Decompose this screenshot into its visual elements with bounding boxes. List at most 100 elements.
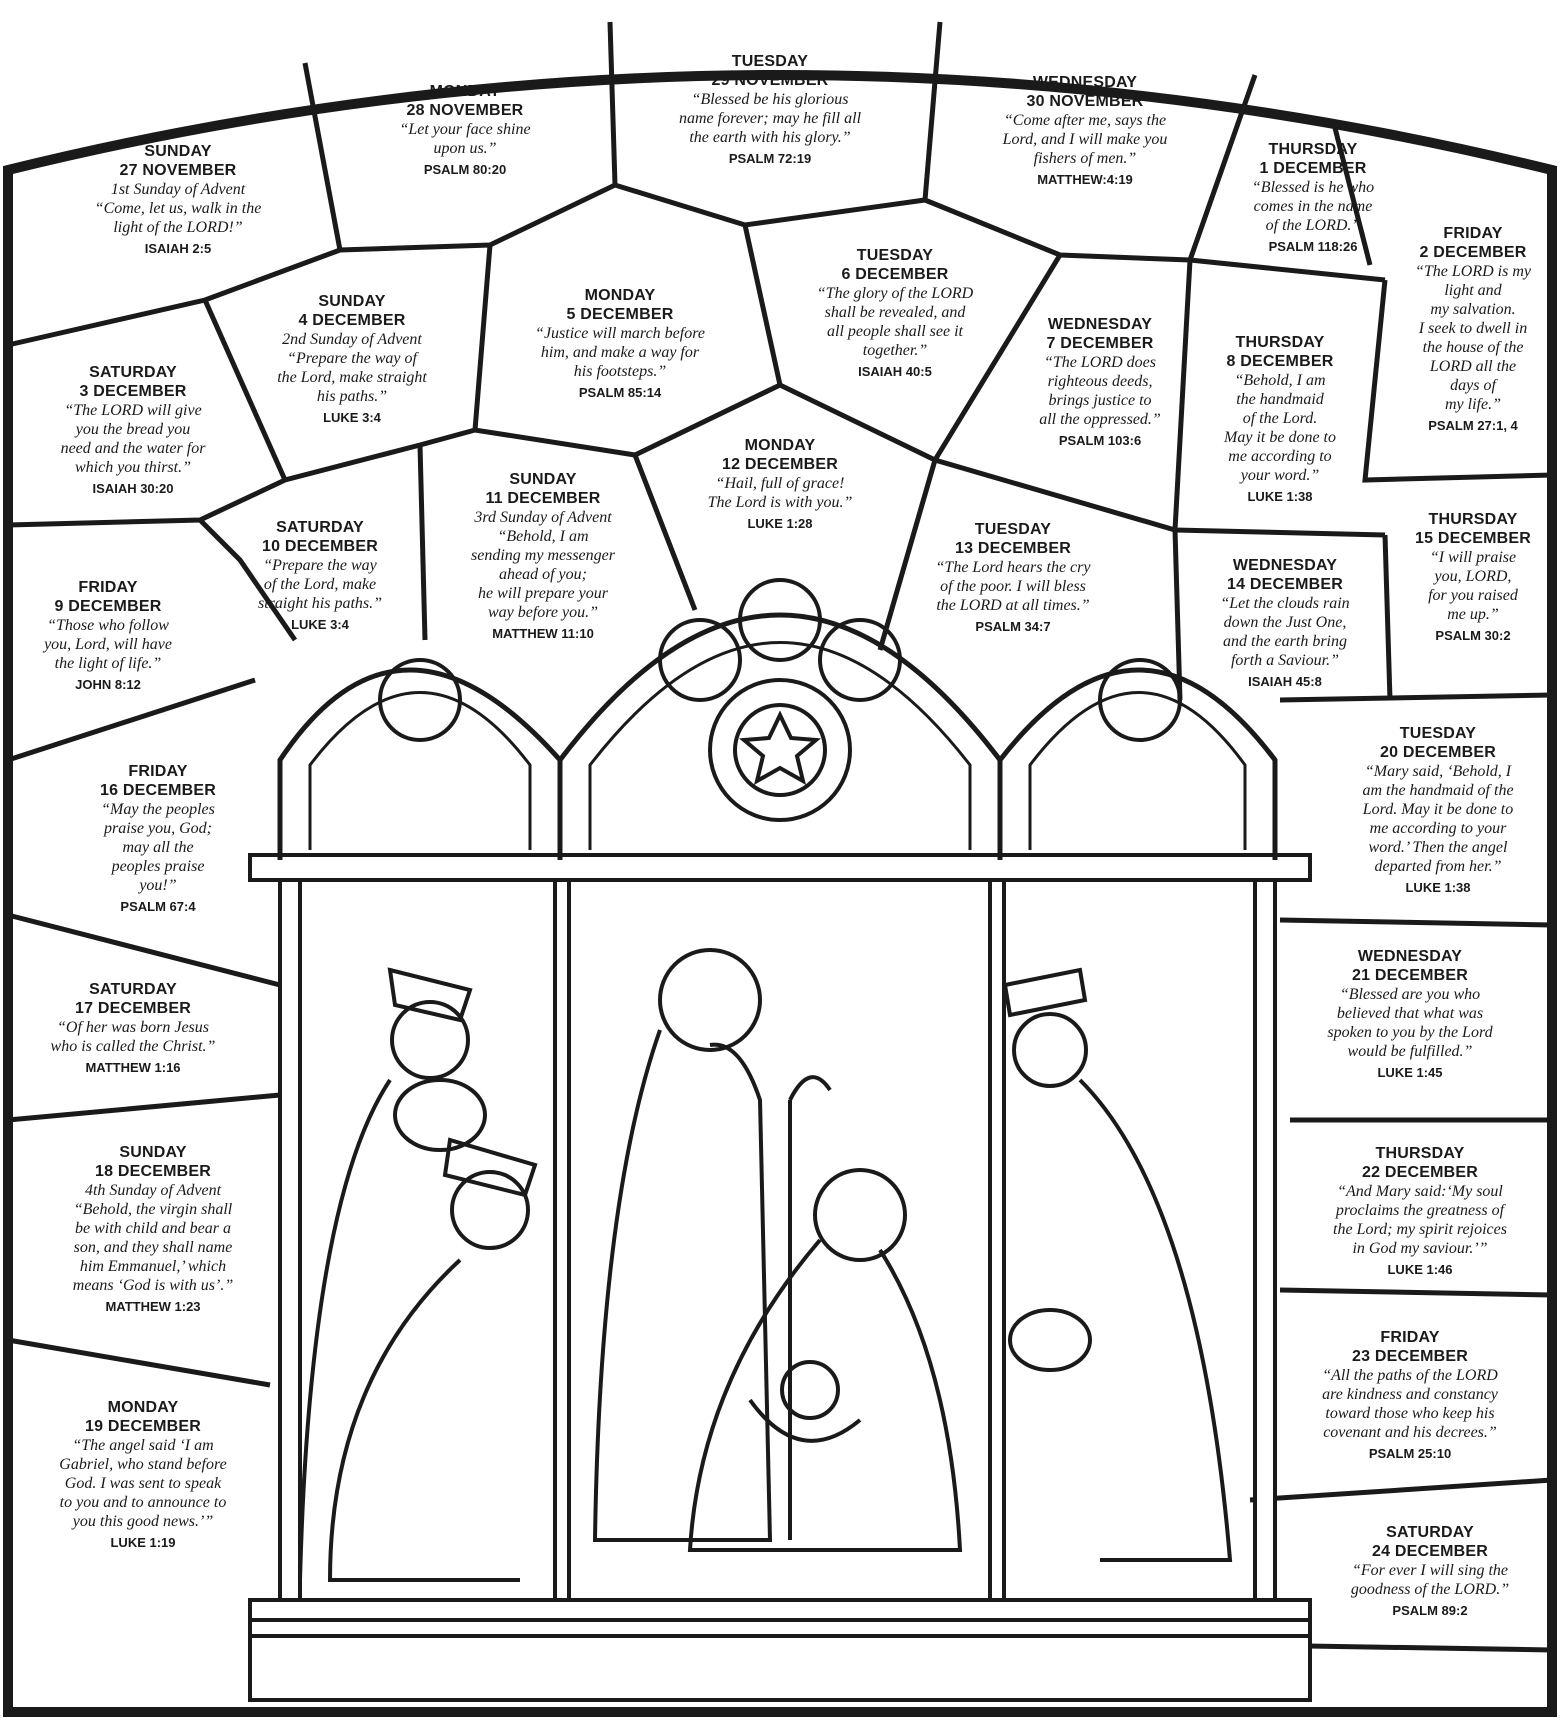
entry-reference: ISAIAH 45:8 xyxy=(1248,674,1322,689)
entry-day: SUNDAY xyxy=(509,471,577,488)
entry-occasion: 3rd Sunday of Advent xyxy=(474,509,612,526)
entry-reference: PSALM 118:26 xyxy=(1268,239,1358,254)
outer-arch-border xyxy=(3,70,1557,1717)
entry-dec-16: FRIDAY 16 DECEMBER “May the peoples prai… xyxy=(68,762,248,917)
entry-reference: MATTHEW:4:19 xyxy=(1037,172,1133,187)
entry-nov-28: MONDAY 28 NOVEMBER “Let your face shine … xyxy=(340,82,590,180)
right-column xyxy=(1253,878,1277,1602)
entry-date: 14 DECEMBER xyxy=(1226,576,1343,593)
gothic-arches xyxy=(277,612,1278,860)
entry-verse: “The angel said ‘I am Gabriel, who stand… xyxy=(59,1437,227,1530)
entry-day: TUESDAY xyxy=(974,521,1052,538)
entry-day: SUNDAY xyxy=(144,143,212,160)
entry-nov-30: WEDNESDAY 30 NOVEMBER “Come after me, sa… xyxy=(955,73,1215,190)
entry-occasion: 2nd Sunday of Advent xyxy=(282,331,422,348)
entry-dec-10: SATURDAY 10 DECEMBER “Prepare the way of… xyxy=(225,518,415,635)
entry-verse: “The LORD is my light and my salvation. … xyxy=(1414,263,1531,413)
entry-date: 29 NOVEMBER xyxy=(711,72,829,89)
entry-dec-11: SUNDAY 11 DECEMBER 3rd Sunday of Advent … xyxy=(443,470,643,644)
entry-dec-17: SATURDAY 17 DECEMBER “Of her was born Je… xyxy=(18,980,248,1078)
entry-dec-9: FRIDAY 9 DECEMBER “Those who follow you,… xyxy=(8,578,208,695)
entry-date: 19 DECEMBER xyxy=(84,1418,201,1435)
entry-dec-2: FRIDAY 2 DECEMBER “The LORD is my light … xyxy=(1393,224,1553,436)
entry-reference: MATTHEW 1:23 xyxy=(105,1299,201,1314)
entry-day: FRIDAY xyxy=(78,579,138,596)
entry-day: THURSDAY xyxy=(1235,334,1325,351)
entry-dec-15: THURSDAY 15 DECEMBER “I will praise you,… xyxy=(1398,510,1548,646)
entry-date: 9 DECEMBER xyxy=(54,598,162,615)
entry-verse: “Prepare the way of the Lord, make strai… xyxy=(257,557,383,612)
entry-reference: PSALM 67:4 xyxy=(120,899,196,914)
entry-verse: “Blessed is he who comes in the name of … xyxy=(1251,179,1375,234)
entry-reference: PSALM 27:1, 4 xyxy=(1428,418,1518,433)
entry-verse: “Blessed be his glorious name forever; m… xyxy=(678,91,862,146)
entry-reference: PSALM 80:20 xyxy=(423,162,507,177)
entry-day: SATURDAY xyxy=(1386,1524,1474,1541)
left-column xyxy=(278,878,302,1602)
entry-date: 12 DECEMBER xyxy=(721,456,838,473)
entry-verse: “The glory of the LORD shall be revealed… xyxy=(816,285,974,359)
entry-date: 15 DECEMBER xyxy=(1414,530,1531,547)
center-left-column xyxy=(553,878,571,1602)
entry-verse: “May the peoples praise you, God; may al… xyxy=(101,801,215,894)
entry-day: THURSDAY xyxy=(1428,511,1518,528)
entry-verse: “For ever I will sing the goodness of th… xyxy=(1350,1562,1510,1598)
entry-reference: ISAIAH 30:20 xyxy=(92,481,174,496)
entry-reference: LUKE 1:38 xyxy=(1247,489,1313,504)
entry-reference: LUKE 1:28 xyxy=(747,516,813,531)
entry-reference: PSALM 89:2 xyxy=(1392,1603,1468,1618)
entry-day: SATURDAY xyxy=(89,981,177,998)
entry-dec-4: SUNDAY 4 DECEMBER 2nd Sunday of Advent “… xyxy=(247,292,457,428)
entry-dec-24: SATURDAY 24 DECEMBER “For ever I will si… xyxy=(1320,1523,1540,1621)
entry-verse: “All the paths of the LORD are kindness … xyxy=(1322,1367,1498,1441)
entry-dec-3: SATURDAY 3 DECEMBER “The LORD will give … xyxy=(23,363,243,499)
entry-reference: JOHN 8:12 xyxy=(75,677,141,692)
entry-date: 6 DECEMBER xyxy=(841,266,949,283)
entry-dec-19: MONDAY 19 DECEMBER “The angel said ‘I am… xyxy=(18,1398,268,1553)
entry-day: WEDNESDAY xyxy=(1232,557,1338,574)
entry-occasion: 4th Sunday of Advent xyxy=(84,1182,222,1199)
entry-day: SUNDAY xyxy=(318,293,386,310)
entry-day: TUESDAY xyxy=(1399,725,1477,742)
entry-dec-1: THURSDAY 1 DECEMBER “Blessed is he who c… xyxy=(1213,140,1413,257)
entry-date: 1 DECEMBER xyxy=(1259,160,1367,177)
entry-verse: “Of her was born Jesus who is called the… xyxy=(50,1019,216,1055)
window-frame xyxy=(248,853,1312,1702)
entry-reference: LUKE 1:19 xyxy=(110,1535,176,1550)
entry-day: WEDNESDAY xyxy=(1032,74,1138,91)
entry-dec-5: MONDAY 5 DECEMBER “Justice will march be… xyxy=(510,286,730,403)
entry-dec-21: WEDNESDAY 21 DECEMBER “Blessed are you w… xyxy=(1295,947,1525,1083)
entry-reference: PSALM 72:19 xyxy=(728,151,812,166)
window-lintel xyxy=(248,853,1312,882)
entry-dec-8: THURSDAY 8 DECEMBER “Behold, I am the ha… xyxy=(1195,333,1365,507)
entry-verse: “Justice will march before him, and make… xyxy=(535,325,705,380)
entry-date: 30 NOVEMBER xyxy=(1026,93,1144,110)
entry-reference: LUKE 3:4 xyxy=(323,410,381,425)
entry-verse: “The LORD will give you the bread you ne… xyxy=(60,402,206,476)
entry-verse: “Those who follow you, Lord, will have t… xyxy=(44,617,172,672)
entry-date: 20 DECEMBER xyxy=(1379,744,1496,761)
entry-date: 24 DECEMBER xyxy=(1371,1543,1488,1560)
entry-date: 3 DECEMBER xyxy=(79,383,187,400)
entry-day: SATURDAY xyxy=(89,364,177,381)
entry-date: 7 DECEMBER xyxy=(1046,335,1154,352)
entry-day: MONDAY xyxy=(584,287,656,304)
entry-date: 16 DECEMBER xyxy=(99,782,216,799)
entry-date: 23 DECEMBER xyxy=(1351,1348,1468,1365)
entry-reference: LUKE 1:38 xyxy=(1405,880,1471,895)
entry-reference: LUKE 3:4 xyxy=(291,617,349,632)
entry-dec-14: WEDNESDAY 14 DECEMBER “Let the clouds ra… xyxy=(1185,556,1385,692)
entry-date: 10 DECEMBER xyxy=(261,538,378,555)
entry-reference: PSALM 30:2 xyxy=(1435,628,1511,643)
entry-dec-12: MONDAY 12 DECEMBER “Hail, full of grace!… xyxy=(680,436,880,534)
entry-verse: “Come, let us, walk in the light of the … xyxy=(94,200,262,236)
entry-verse: “Prepare the way of the Lord, make strai… xyxy=(277,350,427,405)
entry-reference: ISAIAH 2:5 xyxy=(144,241,212,256)
entry-verse: “Let your face shine upon us.” xyxy=(399,121,531,157)
lead-lines xyxy=(7,21,1553,1653)
entry-verse: “Hail, full of grace! The Lord is with y… xyxy=(707,475,853,511)
entry-nov-27: SUNDAY 27 NOVEMBER 1st Sunday of Advent … xyxy=(58,142,298,259)
entry-day: FRIDAY xyxy=(128,763,188,780)
entry-day: TUESDAY xyxy=(731,53,809,70)
entry-day: WEDNESDAY xyxy=(1357,948,1463,965)
